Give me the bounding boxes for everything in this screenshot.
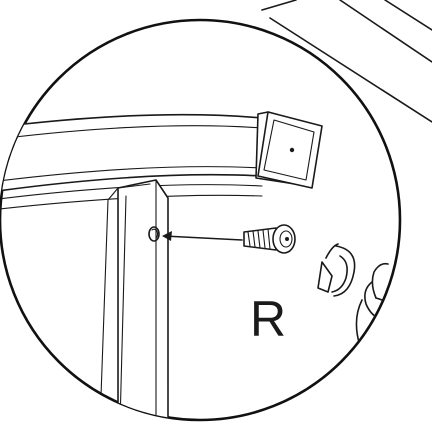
background-panel <box>261 0 432 123</box>
tube-end-cap <box>255 111 323 189</box>
leg-bolt-hole <box>148 226 160 242</box>
side-label: R <box>250 291 286 347</box>
rotate-clockwise-icon <box>317 243 356 297</box>
end-cap-hole <box>289 147 295 153</box>
bolt-icon <box>243 224 296 254</box>
detail-contents <box>0 111 400 420</box>
detail-circle <box>0 18 402 422</box>
vertical-leg <box>99 179 169 420</box>
insertion-arrow <box>162 231 243 241</box>
